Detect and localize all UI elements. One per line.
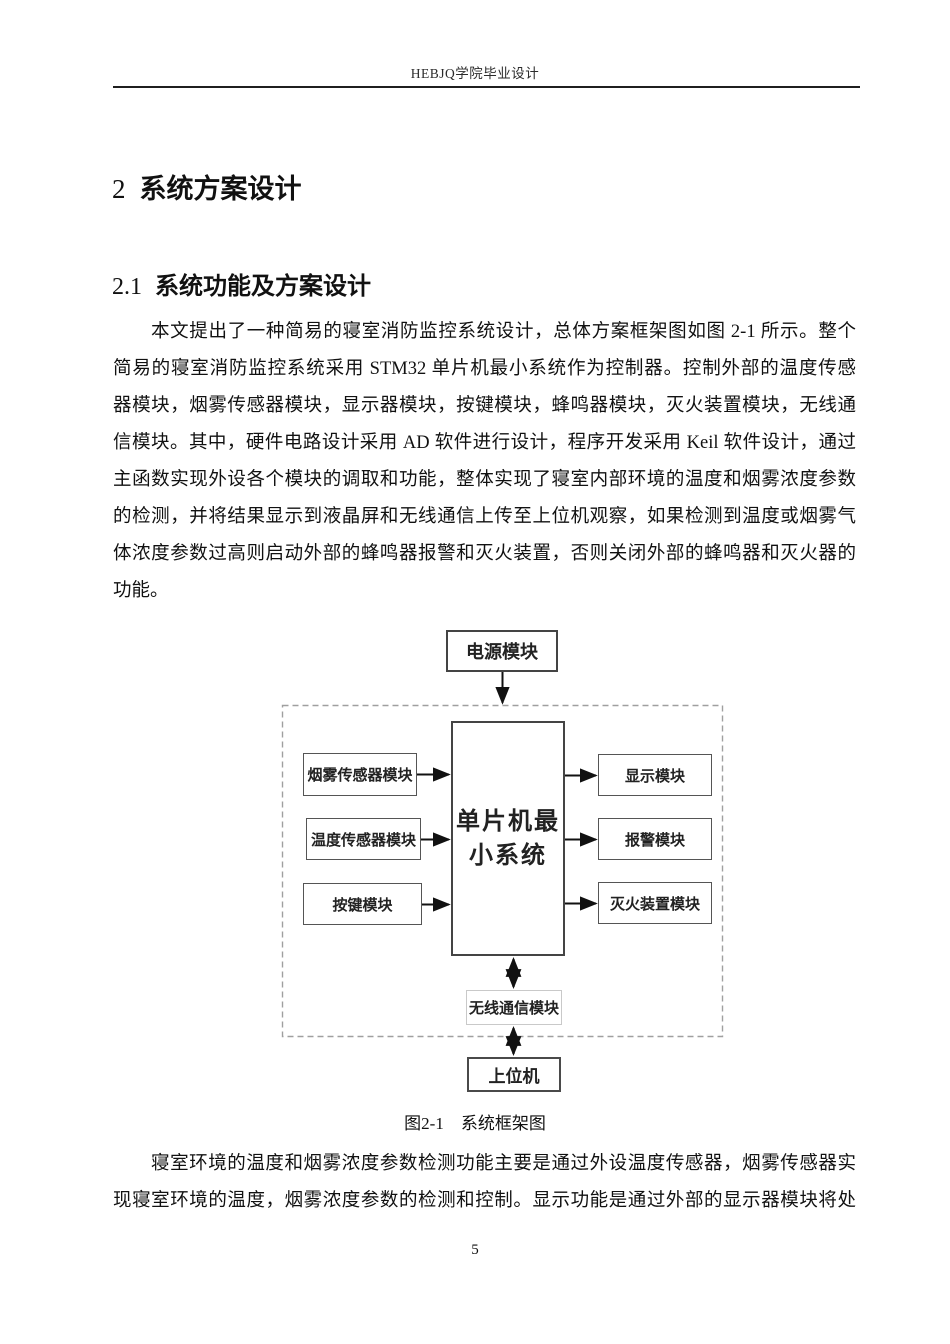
node-label: 报警模块 <box>624 831 685 849</box>
dashed-boundary <box>281 704 724 1038</box>
node-label-line2: 小系统 <box>469 841 547 869</box>
node-label: 无线通信模块 <box>468 1000 559 1017</box>
node-label: 烟雾传感器模块 <box>307 767 413 784</box>
paragraph-line: 的检测，并将结果显示到液晶屏和无线通信上传至上位机观察，如果检测到温度或烟雾气 <box>113 507 856 527</box>
node-key-button-module: 按键模块 <box>303 883 422 925</box>
node-power-module: 电源模块 <box>446 630 558 672</box>
paragraph-line: 信模块。其中，硬件电路设计采用 AD 软件进行设计，程序开发采用 Keil 软件… <box>113 433 856 453</box>
paragraph-line: 寝室环境的温度和烟雾浓度参数检测功能主要是通过外设温度传感器，烟雾传感器实 <box>151 1154 856 1174</box>
node-alarm-module: 报警模块 <box>598 818 712 860</box>
paragraph-2: 寝室环境的温度和烟雾浓度参数检测功能主要是通过外设温度传感器，烟雾传感器实 现寝… <box>113 1146 856 1220</box>
system-block-diagram: 电源模块 单片机最 小系统 烟雾传感器模块 温度传感器模块 按键模块 显示模块 … <box>0 620 950 1110</box>
subsection-title: 系统功能及方案设计 <box>155 273 371 300</box>
node-wireless-comm-module: 无线通信模块 <box>466 990 562 1025</box>
node-extinguisher-module: 灭火装置模块 <box>598 882 712 924</box>
node-label: 灭火装置模块 <box>609 895 700 913</box>
subsection-number: 2.1 <box>112 274 142 300</box>
node-mcu-minimum-system: 单片机最 小系统 <box>451 721 565 956</box>
node-label: 按键模块 <box>332 896 393 914</box>
node-temperature-sensor-module: 温度传感器模块 <box>306 818 421 860</box>
node-label: 上位机 <box>488 1067 540 1086</box>
subsection-heading: 2.1 系统功能及方案设计 <box>112 270 371 304</box>
node-display-module: 显示模块 <box>598 754 712 796</box>
node-host-computer: 上位机 <box>467 1057 561 1092</box>
paragraph-line: 功能。 <box>113 581 169 601</box>
page-number: 5 <box>471 1242 479 1258</box>
page-header-title: HEBJQ学院毕业设计 <box>410 66 540 81</box>
node-label: 电源模块 <box>466 642 538 662</box>
node-label: 温度传感器模块 <box>310 831 416 849</box>
section-heading: 2 系统方案设计 <box>112 172 302 206</box>
paragraph-line: 主函数实现外设各个模块的调取和功能，整体实现了寝室内部环境的温度和烟雾浓度参数 <box>113 470 856 490</box>
paragraph-line: 体浓度参数过高则启动外部的蜂鸣器报警和灭火装置，否则关闭外部的蜂鸣器和灭火器的 <box>113 544 856 564</box>
paragraph-1: 本文提出了一种简易的寝室消防监控系统设计，总体方案框架图如图 2-1 所示。整个… <box>113 314 856 610</box>
header-rule <box>113 86 860 88</box>
node-label: 显示模块 <box>624 767 685 785</box>
figure-arrows-layer <box>281 672 724 1056</box>
node-label-line1: 单片机最 <box>456 807 560 835</box>
section-number: 2 <box>112 174 126 204</box>
figure-caption: 图2-1 系统框架图 <box>404 1114 546 1133</box>
paragraph-line: 现寝室环境的温度，烟雾浓度参数的检测和控制。显示功能是通过外部的显示器模块将处 <box>113 1191 856 1211</box>
paragraph-line: 本文提出了一种简易的寝室消防监控系统设计，总体方案框架图如图 2-1 所示。整个 <box>151 322 856 342</box>
node-smoke-sensor-module: 烟雾传感器模块 <box>303 753 417 796</box>
section-title: 系统方案设计 <box>139 174 302 204</box>
paragraph-line: 器模块，烟雾传感器模块，显示器模块，按键模块，蜂鸣器模块，灭火装置模块，无线通 <box>113 396 856 416</box>
paragraph-line: 简易的寝室消防监控系统采用 STM32 单片机最小系统作为控制器。控制外部的温度… <box>113 359 856 379</box>
